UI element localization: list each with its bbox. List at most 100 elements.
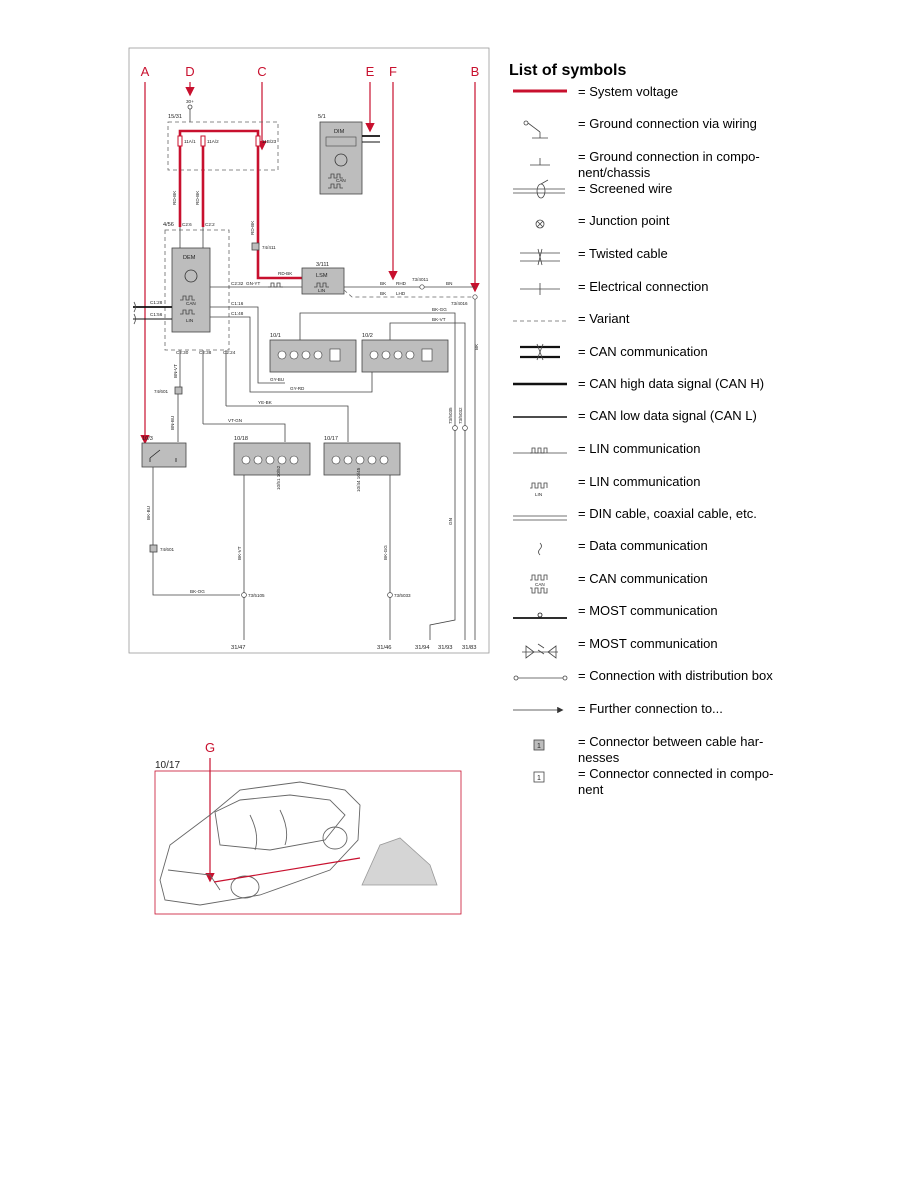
dem-can-label: CAN	[186, 301, 196, 306]
sw2-id: 10/2	[362, 333, 373, 339]
lamp18-bottom: 10/51 10/52	[276, 465, 281, 490]
wire-label-vtgn: VT-GN	[228, 418, 242, 423]
can-communication-icon-2: CAN	[530, 574, 548, 594]
fuse-box-outline	[167, 121, 279, 171]
wire-label-gybu: GY-BU	[270, 377, 284, 382]
connector-74-601-a-label: 74/601	[154, 389, 168, 394]
diagram-frame	[128, 47, 490, 654]
dem-module	[171, 247, 211, 333]
dim-name: DIM	[334, 129, 345, 135]
distribution-box-connection-icon	[513, 675, 568, 681]
splice-73-5035	[452, 425, 458, 431]
fuse-busbar	[178, 129, 260, 136]
ground-31-94: 31/94	[415, 645, 430, 651]
lamp18-bulbs	[241, 455, 299, 465]
legend-item-system-voltage: = System voltage	[578, 84, 678, 99]
legend-labels: = System voltage = Ground connection via…	[578, 84, 773, 797]
wire-label-bkgg-2: BK-GG	[383, 545, 388, 560]
legend-item-twisted: = Twisted cable	[578, 246, 668, 261]
connector-in-component-icon: 1	[533, 771, 545, 783]
wire-label-bkvt-2: BK-VT	[237, 546, 242, 560]
svg-text:LIN: LIN	[535, 492, 542, 497]
data-communication-icon	[538, 542, 542, 556]
legend-symbols: LIN CAN 1 1	[513, 89, 568, 783]
wire-label-bkog: BK-OG	[190, 589, 205, 594]
ground-31-47: 31/47	[231, 645, 246, 651]
marker-a: A	[141, 64, 150, 79]
lsm-module	[301, 267, 345, 295]
svg-text:11A/1: 11A/1	[184, 139, 196, 144]
wire-label-rhd: RHD	[396, 281, 407, 286]
marker-g: G	[205, 740, 215, 755]
dim-transceiver-icon	[334, 153, 348, 167]
dem-id: 4/56	[163, 222, 174, 228]
legend-item-lin: = LIN communication	[578, 441, 700, 456]
wire-label-bkvt: BK-VT	[432, 317, 446, 322]
wire-label-bnbu: BN-BU	[170, 416, 175, 430]
lamp17-bottom: 10/44 10/45	[356, 467, 361, 492]
legend-item-most: = MOST communication	[578, 603, 718, 618]
lin-communication-icon	[513, 447, 567, 454]
ground-31-46: 31/46	[377, 645, 392, 651]
wire-label-rdbk-3: RD-BK	[250, 220, 255, 235]
legend-item-data: = Data communication	[578, 538, 708, 553]
legend-item-can: = CAN communication	[578, 344, 708, 359]
dem-pin-c2-38: C2:38	[199, 350, 212, 355]
electrical-connection-icon	[520, 283, 560, 295]
wire-label-bk-2: BK	[380, 291, 387, 296]
lamp17-id: 10/17	[324, 436, 338, 442]
connector-74-601-a	[174, 386, 183, 395]
legend-item-junction: = Junction point	[578, 213, 670, 228]
wire-label-rdbk-2: RD-BK	[195, 190, 200, 205]
marker-f: F	[389, 64, 397, 79]
dem-pin-c1-28: C1:28	[150, 300, 163, 305]
dem-pin-c1-16: C1:16	[231, 301, 244, 306]
twisted-cable-icon	[520, 248, 560, 266]
dem-pin-c2-24: C2:24	[223, 350, 236, 355]
legend-item-can-h: = CAN high data signal (CAN H)	[578, 376, 764, 391]
fuse-11b23: 11B/23	[255, 135, 277, 147]
legend-item-most-2: = MOST communication	[578, 636, 718, 651]
marker-d: D	[185, 64, 194, 79]
ground-in-component-icon	[530, 158, 550, 166]
dim-can-label: CAN	[336, 178, 346, 183]
sw1-lamps	[277, 348, 341, 362]
connector-74-411	[251, 242, 260, 251]
splice-73-5105	[241, 592, 247, 598]
dem-pin-c2-30: C2:30	[176, 350, 189, 355]
sw3-id: 10/3	[142, 436, 153, 442]
most-communication-icon	[513, 612, 567, 619]
connector-between-harnesses-icon: 1	[533, 739, 545, 751]
legend-item-screened-wire: = Screened wire	[578, 181, 672, 196]
svg-text:CAN: CAN	[535, 582, 545, 587]
wire-label-lhd: LHD	[396, 291, 406, 296]
legend-item-further: = Further connection to...	[578, 701, 723, 716]
connector-74-411-label: 74/411	[262, 245, 276, 250]
wire-label-gnyt: GN-YT	[246, 281, 260, 286]
sw2-lamps	[369, 348, 433, 362]
dem-pin-c2-6: C2:6	[182, 222, 192, 227]
dem-name: DEM	[183, 255, 196, 261]
wire-label-rdbk-4: RD-BK	[278, 271, 293, 276]
legend-item-can-l: = CAN low data signal (CAN L)	[578, 408, 757, 423]
junction-point-icon	[535, 219, 545, 229]
marker-c: C	[257, 64, 266, 79]
connector-74-601-b	[149, 544, 158, 553]
splice-73-4016-label: 73/4016	[451, 301, 468, 306]
din-cable-icon	[513, 515, 567, 521]
legend-item-can-2: = CAN communication	[578, 571, 708, 586]
legend-item-distribution: = Connection with distribution box	[578, 668, 773, 683]
dim-id: 5/1	[318, 114, 326, 120]
lsm-lin-label: LIN	[318, 288, 325, 293]
ground-31-83: 31/83	[462, 645, 477, 651]
splice-73-4011-label: 73/4011	[412, 277, 429, 282]
can-communication-icon	[520, 343, 560, 361]
dem-pin-c2-32: C2:32	[231, 281, 244, 286]
lsm-id: 3/111	[316, 262, 329, 268]
legend-item-electrical: = Electrical connection	[578, 279, 708, 294]
svg-text:11B/23: 11B/23	[262, 139, 277, 144]
supply-label: 30+	[186, 99, 194, 104]
location-frame	[154, 770, 462, 915]
switch-10-3	[141, 442, 187, 468]
